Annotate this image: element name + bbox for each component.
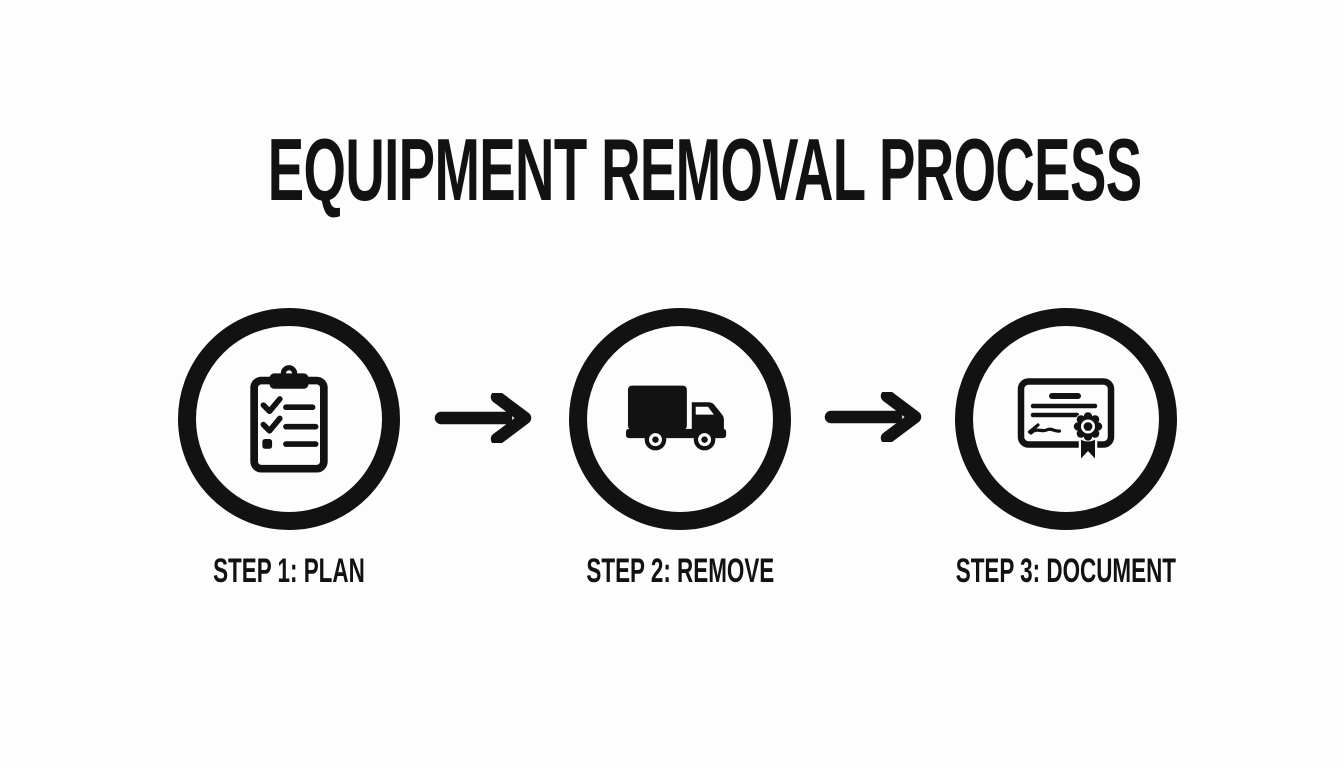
step-label: STEP 2: REMOVE <box>538 554 823 588</box>
step-document: STEP 3: DOCUMENT <box>955 308 1177 588</box>
step-label-text: STEP 1: PLAN <box>213 552 365 590</box>
step-plan: STEP 1: PLAN <box>178 308 400 588</box>
step-circle <box>178 308 400 530</box>
arrow-right-icon <box>824 392 928 442</box>
step-remove: STEP 2: REMOVE <box>569 308 791 588</box>
step-label-text: STEP 3: DOCUMENT <box>955 552 1177 590</box>
page-title: EQUIPMENT REMOVAL PROCESS <box>0 126 1344 214</box>
truck-icon <box>626 384 734 454</box>
step-label: STEP 1: PLAN <box>174 554 404 588</box>
page-title-text: EQUIPMENT REMOVAL PROCESS <box>267 120 1142 219</box>
clipboard-checklist-icon <box>248 364 330 475</box>
arrow-right-icon <box>434 393 538 443</box>
step-label-text: STEP 2: REMOVE <box>586 552 774 590</box>
step-label: STEP 3: DOCUMENT <box>899 554 1233 588</box>
certificate-icon <box>1016 373 1116 466</box>
step-circle <box>569 308 791 530</box>
step-circle <box>955 308 1177 530</box>
